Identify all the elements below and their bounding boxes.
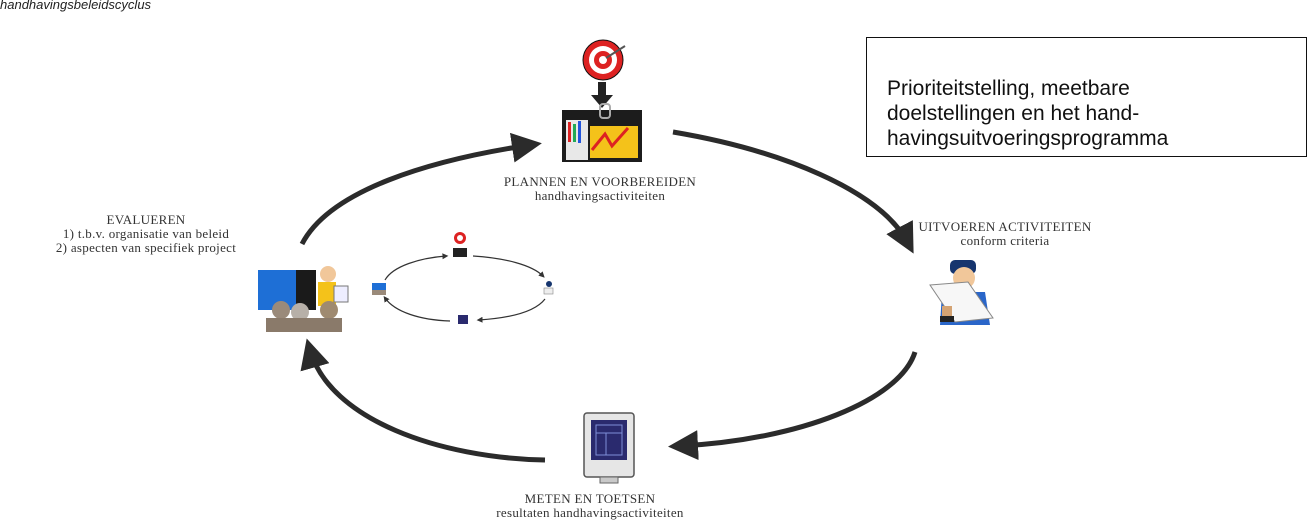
target-and-folder-icon: [562, 39, 642, 162]
figure-caption: handhavingsbeleidscyclus: [0, 0, 152, 12]
meeting-presentation-icon: [258, 266, 349, 332]
arrow-evaluate-to-plan: [299, 132, 542, 246]
callout-line-3: havingsuitvoeringsprogramma: [887, 127, 1169, 150]
callout-line-2: doelstellingen en het hand-: [887, 102, 1140, 125]
stage-evaluate-label: EVALUEREN 1) t.b.v. organisatie van bele…: [0, 213, 292, 255]
stage-measure-label: METEN EN TOETSEN resultaten handhavingsa…: [420, 492, 760, 520]
stage-execute-label: UITVOEREN ACTIVITEITEN conform criteria: [905, 220, 1105, 248]
arrow-plan-to-execute: [672, 129, 914, 254]
stage-plan-label: PLANNEN EN VOORBEREIDEN handhavingsactiv…: [450, 175, 750, 203]
stage-measure-title: METEN EN TOETSEN: [524, 491, 656, 506]
mini-arrow-right-bottom: [476, 298, 546, 323]
worker-with-paper-icon: [929, 260, 994, 325]
stage-evaluate-line-2: 2) aspecten van specifiek project: [55, 240, 237, 255]
mini-arrow-top-right: [472, 255, 545, 278]
arrow-execute-to-measure: [668, 351, 918, 461]
mini-meeting-icon: [372, 283, 386, 295]
stage-evaluate-title: EVALUEREN: [106, 212, 186, 227]
stage-measure-subtitle: resultaten handhavingsactiviteiten: [496, 505, 684, 520]
stage-plan-title: PLANNEN EN VOORBEREIDEN: [503, 174, 697, 189]
computer-monitor-icon: [583, 412, 635, 484]
callout-line-1: Prioriteitstelling, meetbare: [887, 77, 1130, 100]
stage-execute-title: UITVOEREN ACTIVITEITEN: [918, 219, 1092, 234]
stage-plan-subtitle: handhavingsactiviteiten: [534, 188, 666, 203]
arrow-measure-to-evaluate: [300, 338, 546, 463]
callout-box: Prioriteitstelling, meetbare doelstellin…: [866, 37, 1307, 157]
mini-arrow-bottom-left: [383, 296, 451, 322]
mini-worker-icon: [543, 281, 554, 295]
stage-evaluate-line-1: 1) t.b.v. organisatie van beleid: [62, 226, 230, 241]
mini-target-icon: [453, 232, 467, 257]
stage-execute-subtitle: conform criteria: [960, 233, 1050, 248]
mini-arrow-left-top: [384, 253, 449, 281]
mini-monitor-icon: [458, 315, 468, 324]
